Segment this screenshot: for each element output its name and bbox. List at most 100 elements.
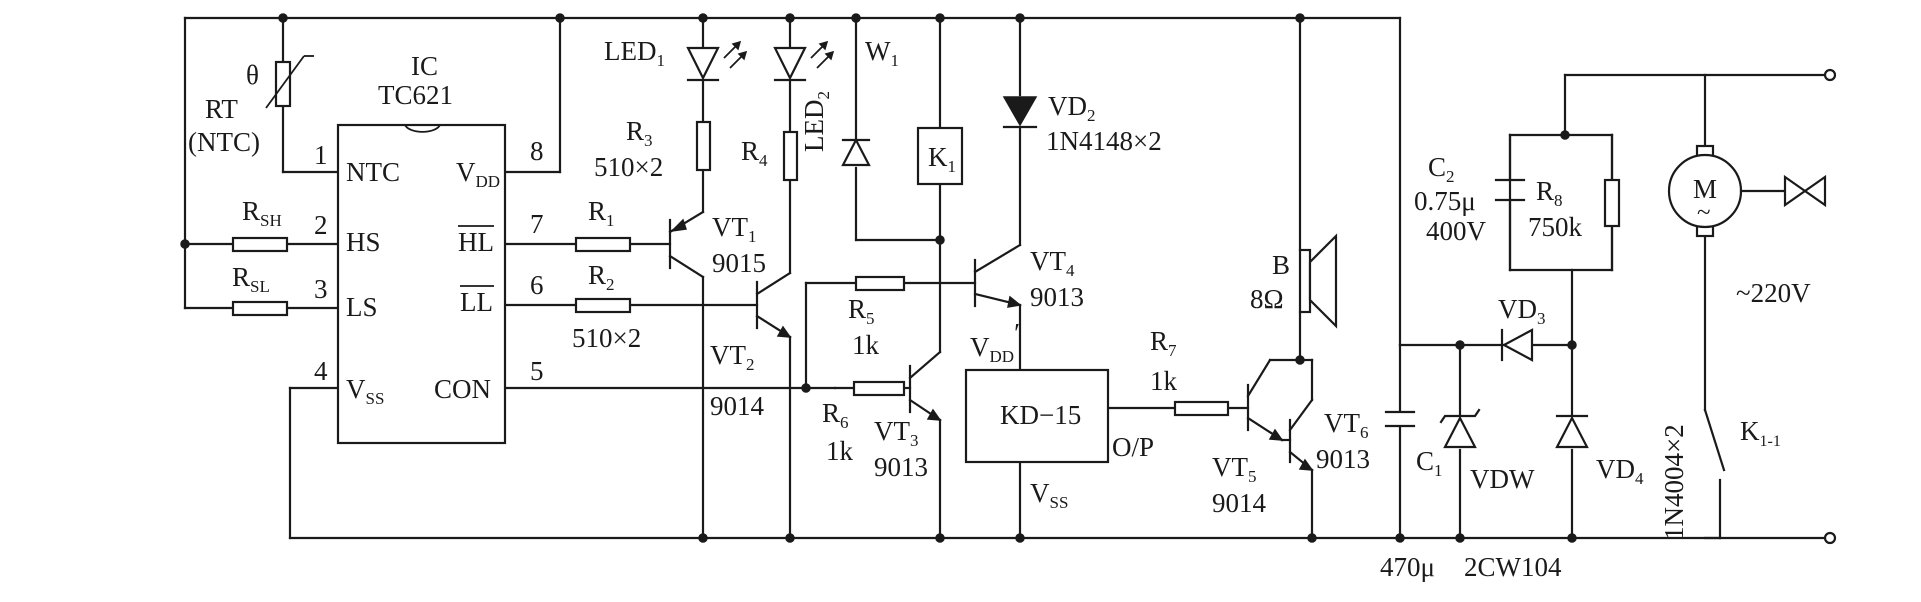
r3-label: R3 (626, 116, 653, 150)
transistor-vt1: VT1 9015 (668, 210, 766, 279)
resistor-r3: R3 510×2 (594, 116, 712, 182)
pin-ll-label: LL (460, 287, 493, 317)
pin-1: 1 (314, 140, 328, 170)
mains-voltage: ~220V (1736, 278, 1811, 308)
thermistor-rt: θ RT (NTC) (188, 55, 314, 157)
pin-vdd-label: VDD (456, 157, 500, 191)
r2-label: R2 (588, 260, 615, 294)
r5-label: R5 (848, 294, 875, 328)
kd15-label: KD−15 (1000, 400, 1081, 430)
led2-label: LED2 (799, 91, 833, 152)
k11-label: K1-1 (1740, 416, 1781, 450)
relay-contact-k11: K1-1 (1703, 408, 1781, 540)
pin-hs-label: HS (346, 227, 381, 257)
transistor-vt4: VT4 9013 (973, 243, 1084, 312)
r3-value: 510×2 (594, 152, 663, 182)
resistor-rsh: RSH (231, 196, 289, 253)
c1-value: 470μ (1380, 552, 1435, 582)
vt6-label: VT6 (1324, 408, 1369, 442)
led1-label: LED1 (604, 36, 665, 70)
vt1-type: 9015 (712, 248, 766, 278)
pin-8: 8 (530, 136, 544, 166)
resistor-r4: R4 (741, 130, 799, 182)
r7-label: R7 (1150, 326, 1177, 360)
vt5-type: 9014 (1212, 488, 1267, 518)
vdw-label: VDW (1470, 464, 1535, 494)
motor-label: M (1693, 174, 1717, 204)
transistor-vt2: VT2 9014 (710, 271, 792, 421)
sound-module-kd15: KD−15 VDD′ VSS O/P (964, 318, 1154, 512)
mains-terminals (1823, 68, 1837, 545)
r8-value: 750k (1528, 212, 1583, 242)
pin-con-label: CON (434, 374, 491, 404)
pin-4: 4 (314, 356, 328, 386)
pin-2: 2 (314, 210, 328, 240)
rectifier-type-label: 1N4004×2 (1659, 424, 1689, 540)
junction-dots (180, 13, 1577, 543)
resistor-r8: R8 750k (1528, 176, 1621, 242)
vt4-type: 9013 (1030, 282, 1084, 312)
ic-tc621: IC TC621 1 2 3 4 5 6 7 8 NTC HS LS VSS V… (314, 51, 544, 445)
vt3-label: VT3 (874, 416, 919, 450)
pin-3: 3 (314, 274, 328, 304)
kd15-vss-label: VSS (1030, 478, 1068, 512)
r2-value: 510×2 (572, 323, 641, 353)
transistor-vt5: VT5 9014 (1212, 358, 1284, 518)
transistor-vt6: VT6 9013 (1280, 358, 1370, 474)
pin-6: 6 (530, 270, 544, 300)
kd15-op-label: O/P (1112, 432, 1154, 462)
r7-value: 1k (1150, 366, 1178, 396)
vt1-label: VT1 (712, 212, 757, 246)
speaker-value: 8Ω (1250, 284, 1284, 314)
diode-vd4: VD4 (1555, 414, 1644, 488)
motor-tilde: ~ (1697, 199, 1711, 226)
resistor-rsl: RSL (231, 262, 289, 317)
vd2-label: VD2 (1048, 91, 1096, 125)
resistor-r5: R5 1k (848, 275, 906, 360)
r4-label: R4 (741, 136, 768, 170)
pin-ntc-label: NTC (346, 157, 400, 187)
pin-ls-label: LS (346, 292, 378, 322)
vdw-type: 2CW104 (1464, 552, 1562, 582)
c2-value-volt: 400V (1426, 216, 1487, 246)
resistor-r6: R6 1k (822, 380, 906, 466)
r6-value: 1k (826, 436, 854, 466)
c1-label: C1 (1416, 446, 1443, 480)
rt-type: (NTC) (188, 127, 260, 157)
pin-hl-label: HL (458, 227, 494, 257)
relay-k1: K1 (916, 126, 964, 186)
speaker-b: B 8Ω (1250, 233, 1338, 329)
rt-theta: θ (246, 60, 259, 90)
vd3-label: VD3 (1498, 294, 1546, 328)
r5-value: 1k (852, 330, 880, 360)
capacitor-c1: C1 470μ 2CW104 (1380, 410, 1562, 582)
r8-label: R8 (1536, 176, 1563, 210)
vt3-type: 9013 (874, 452, 928, 482)
speaker-label: B (1272, 250, 1290, 280)
pin-7: 7 (530, 209, 544, 239)
vd2-type: 1N4148×2 (1046, 126, 1162, 156)
rsl-label: RSL (232, 262, 270, 296)
motor-m: M ~ ~220V (1667, 144, 1827, 308)
c2-label: C2 (1428, 152, 1455, 186)
w1-label: W1 (865, 36, 899, 70)
vt4-label: VT4 (1030, 246, 1075, 280)
vt5-label: VT5 (1212, 452, 1257, 486)
ic-name: IC (411, 51, 438, 81)
r6-label: R6 (822, 398, 849, 432)
rt-label: RT (205, 94, 238, 124)
resistor-r7: R7 1k (1150, 326, 1230, 417)
led-2: LED2 (773, 40, 835, 152)
capacitor-c2: C2 0.75μ 400V (1414, 152, 1526, 246)
vd4-label: VD4 (1596, 454, 1644, 488)
resistor-r2: R2 510×2 (572, 260, 641, 353)
vt2-type: 9014 (710, 391, 765, 421)
led-1: LED1 (604, 36, 748, 82)
resistor-r1: R1 (574, 196, 632, 253)
diode-w1: W1 (841, 36, 899, 167)
rsh-label: RSH (242, 196, 282, 230)
c2-value-cap: 0.75μ (1414, 186, 1476, 216)
kd15-vdd-label: VDD′ (970, 318, 1020, 366)
